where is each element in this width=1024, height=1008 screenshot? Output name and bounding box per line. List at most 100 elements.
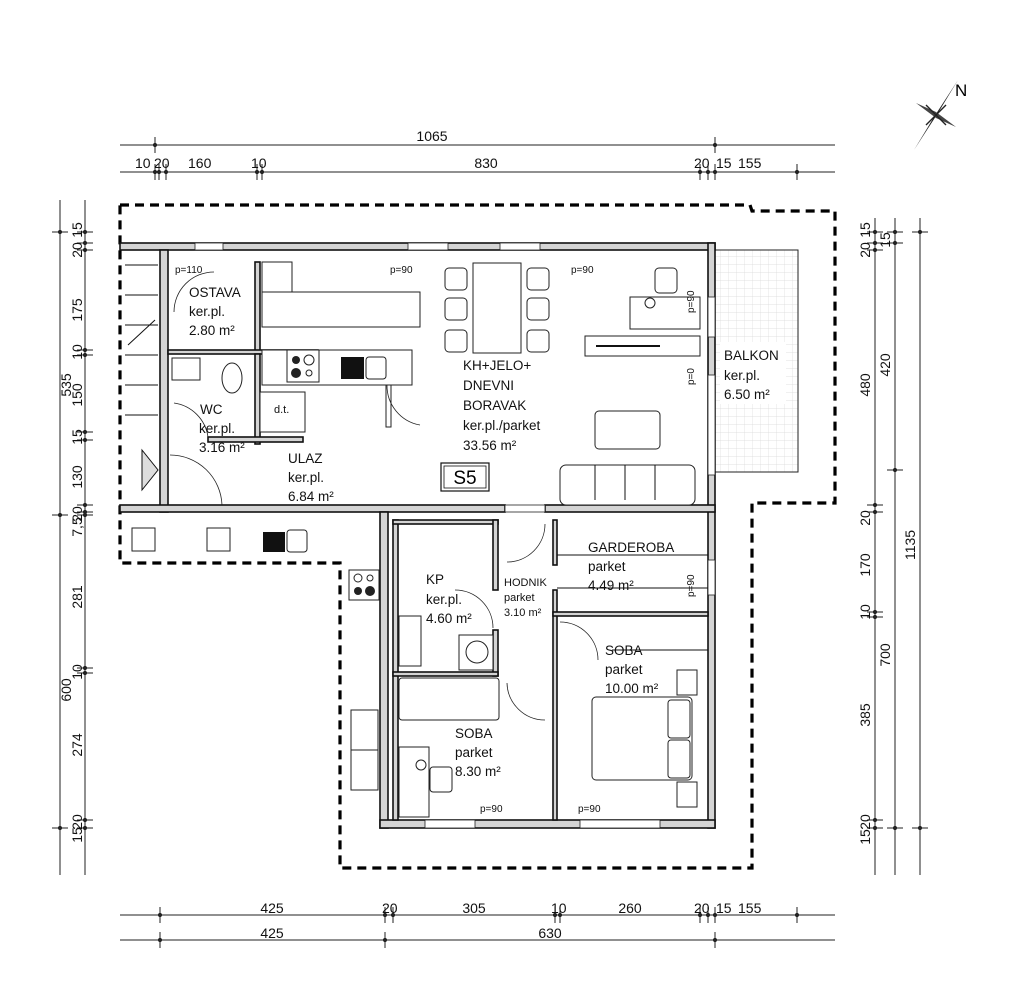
dim-label: 150 (69, 383, 85, 407)
dimension-dot (382, 937, 388, 943)
unit-code-badge: S5 (440, 462, 490, 492)
windows (194, 242, 716, 829)
sill-height: p=90 (578, 804, 601, 815)
dim-label: 20 (69, 814, 85, 830)
room-name-kp: KP (426, 572, 444, 587)
dimension-dot (82, 670, 88, 676)
dimension-dot (794, 912, 800, 918)
dim-label: 20 (857, 814, 873, 830)
room-floor-balkon: ker.pl. (724, 368, 760, 383)
room-name-hodnik: HODNIK (504, 577, 547, 589)
dimension-dot (382, 912, 388, 918)
dim-label: 15 (857, 222, 873, 238)
dimension-dot (697, 169, 703, 175)
sill-height: p=90 (686, 574, 697, 597)
dimension-dot (705, 912, 711, 918)
dimension-dot (254, 169, 260, 175)
dimension-dot (697, 912, 703, 918)
dimension-dot (872, 817, 878, 823)
room-area-ulaz: 6.84 m² (288, 489, 334, 504)
dim-label: 160 (188, 155, 212, 171)
dimension-dot (872, 614, 878, 620)
dim-label: 10 (69, 344, 85, 360)
dim-label: 15 (69, 429, 85, 445)
dimension-dot (872, 247, 878, 253)
sill-height: p=90 (686, 290, 697, 313)
unit-code: S5 (453, 468, 476, 489)
dim-label: 385 (857, 703, 873, 727)
dimension-dot (82, 665, 88, 671)
dimension-dot (872, 609, 878, 615)
dim-label: 20 (694, 900, 710, 916)
room-area-kp: 4.60 m² (426, 611, 472, 626)
dimension-dot (57, 229, 63, 235)
sill-heights: p=110 p=90 p=90 p=90 p=0 p=90 p=90 p=90 (175, 265, 697, 815)
dimension-dot (872, 502, 878, 508)
dimension-dot (917, 825, 923, 831)
dimension-dot (82, 229, 88, 235)
dimension-dot (157, 937, 163, 943)
dimension-dot (82, 352, 88, 358)
dim-label: 480 (857, 373, 873, 397)
dimension-dot (794, 169, 800, 175)
dim-label: 175 (69, 298, 85, 322)
room-area-ostava: 2.80 m² (189, 323, 235, 338)
dim-label: 260 (618, 900, 642, 916)
dim-label: 1135 (902, 530, 918, 560)
dim-label: 170 (857, 553, 873, 577)
dim-label: 155 (738, 155, 762, 171)
dimension-dot (705, 169, 711, 175)
sill-height: p=110 (175, 265, 203, 276)
north-arrow-icon: N (914, 80, 967, 150)
dim-label: 20 (69, 506, 85, 522)
dim-label: 10 (551, 900, 567, 916)
balcony (714, 249, 799, 473)
room-area-soba-2: 8.30 m² (455, 764, 501, 779)
dim-label: 15 (716, 155, 732, 171)
dim-label: 20 (857, 510, 873, 526)
dim-label: 10 (251, 155, 267, 171)
room-floor-soba-2: parket (455, 745, 493, 760)
dim-label: 10 (135, 155, 151, 171)
unit-boundary (118, 203, 837, 870)
dim-label: 15 (877, 232, 893, 248)
furniture (131, 261, 708, 818)
north-label: N (955, 81, 967, 100)
room-name-dnevni-2: DNEVNI (463, 378, 514, 393)
dimension-dot (892, 825, 898, 831)
dimension-dot (552, 912, 558, 918)
dim-label: 130 (69, 465, 85, 489)
dim-label: 155 (738, 900, 762, 916)
room-floor-garderoba: parket (588, 559, 626, 574)
dim-label: 425 (260, 900, 284, 916)
dimension-dot (872, 825, 878, 831)
sill-height: p=90 (571, 265, 594, 276)
dim-label: 10 (857, 604, 873, 620)
dimension-dot (82, 347, 88, 353)
dim-label: 15 (69, 222, 85, 238)
room-area-garderoba: 4.49 m² (588, 578, 634, 593)
dim-label: 700 (877, 643, 893, 667)
dimension-dot (82, 240, 88, 246)
dimension-lines (52, 137, 928, 948)
dim-label: 830 (474, 155, 498, 171)
room-area-wc: 3.16 m² (199, 440, 245, 455)
dimension-dot (57, 825, 63, 831)
dim-label: 15 (69, 827, 85, 843)
dimension-dot (156, 169, 162, 175)
dim-label: 20 (154, 155, 170, 171)
dim-label: 305 (462, 900, 486, 916)
dimension-dot (712, 937, 718, 943)
dim-label: 20 (69, 242, 85, 258)
dimension-dot (163, 169, 169, 175)
room-name-ostava: OSTAVA (189, 285, 241, 300)
dim-label: 630 (538, 925, 562, 941)
room-name-wc: WC (200, 402, 223, 417)
dim-label: 15 (857, 829, 873, 845)
room-labels: OSTAVA ker.pl. 2.80 m² WC ker.pl. 3.16 m… (189, 285, 779, 779)
dim-label: 20 (382, 900, 398, 916)
room-area-soba-1: 10.00 m² (605, 681, 659, 696)
